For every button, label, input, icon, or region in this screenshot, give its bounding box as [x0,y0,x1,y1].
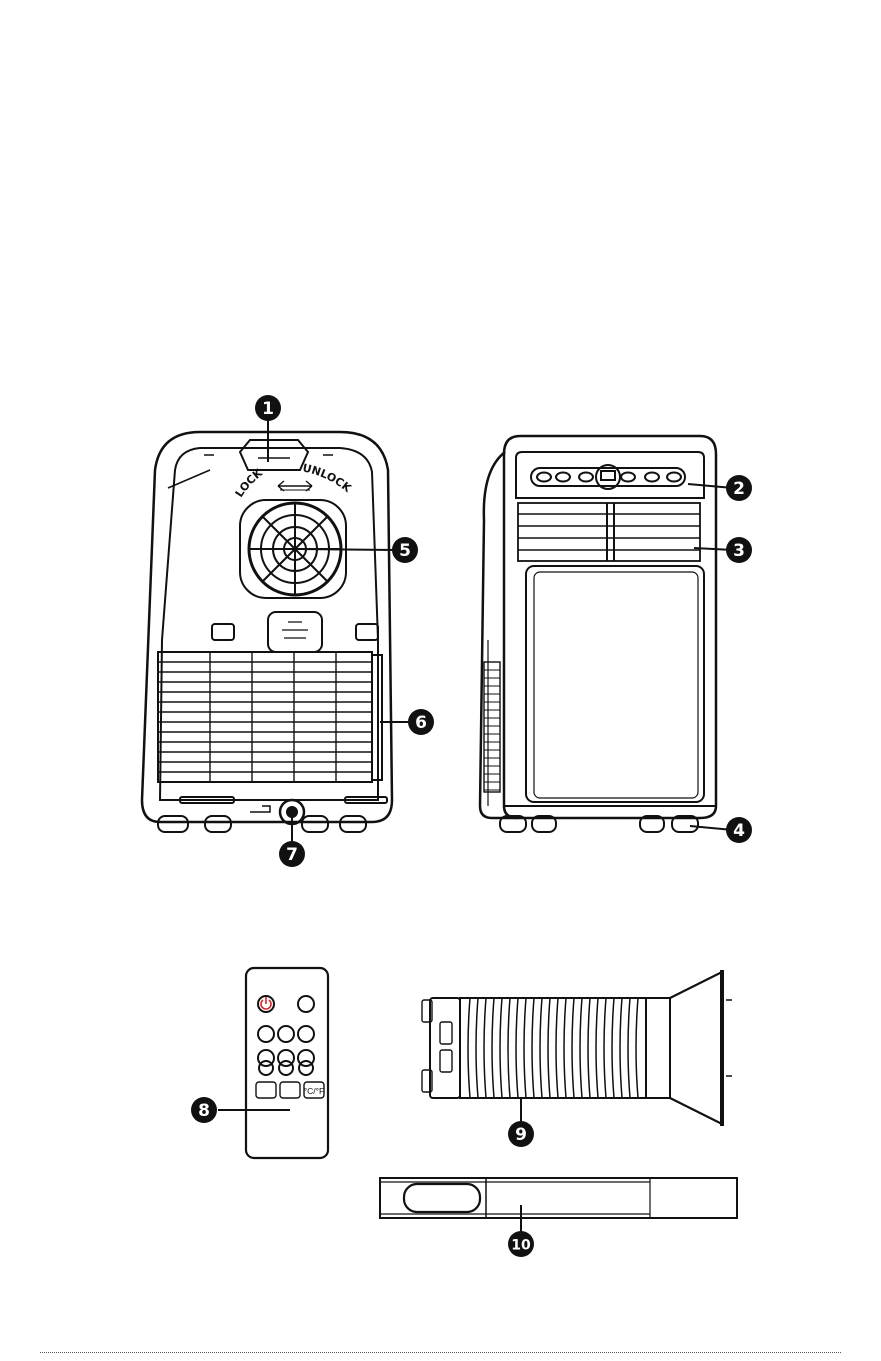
remote-button [258,1026,274,1042]
hose-rib [636,998,638,1098]
hose-rib [484,998,486,1098]
panel-button [621,473,635,482]
hose-rib [540,998,542,1098]
window-slider-kit [380,1178,737,1218]
callout-7: 7 [279,841,305,867]
lock-unlock-arrow [278,481,312,491]
hose-rib [524,998,526,1098]
hose-rib [508,998,510,1098]
hose-rib [516,998,518,1098]
callout-3: 3 [726,537,752,563]
hose-rib [468,998,470,1098]
hose-rib [500,998,502,1098]
hose-rib [628,998,630,1098]
callout-10: 10 [508,1231,534,1257]
callout-8-label: 8 [198,1101,210,1121]
remote-button [278,1026,294,1042]
hose-rib [612,998,614,1098]
hose-rib [604,998,606,1098]
hose-rib [620,998,622,1098]
hose-rib [580,998,582,1098]
panel-button [645,473,659,482]
callout-4: 4 [726,817,752,843]
callout-9: 9 [508,1121,534,1147]
remote-button [298,996,314,1012]
remote-button-small [299,1061,313,1075]
hose-rib [476,998,478,1098]
callout-3-label: 3 [733,541,745,561]
remote-cf-label: °C/°F [304,1086,325,1096]
callout-4-label: 4 [733,821,745,841]
page-bottom-rule [40,1352,841,1353]
callout-1-label: 1 [262,399,274,419]
callout-5-label: 5 [399,541,411,561]
power-icon [261,997,271,1009]
front-view-unit [480,436,716,832]
panel-button [556,473,570,482]
hose-rib [588,998,590,1098]
hose-rib [492,998,494,1098]
panel-button [537,473,551,482]
lock-label: LOCK [233,466,266,500]
callout-8: 8 [191,1097,217,1123]
hose-rib [532,998,534,1098]
exhaust-hose [422,970,732,1126]
callout-2: 2 [726,475,752,501]
hose-rib [564,998,566,1098]
callout-5: 5 [392,537,418,563]
hose-rib [572,998,574,1098]
remote-button [298,1026,314,1042]
hose-rib [596,998,598,1098]
panel-button [667,473,681,482]
callout-6: 6 [408,709,434,735]
callout-1: 1 [255,395,281,421]
callout-7-label: 7 [286,845,298,865]
callout-10-label: 10 [511,1238,531,1254]
remote-button-small [259,1061,273,1075]
hose-rib [556,998,558,1098]
callout-2-label: 2 [733,479,745,499]
back-view-unit [142,432,392,832]
remote-control [246,968,328,1158]
hose-rib [548,998,550,1098]
panel-button [579,473,593,482]
callout-6-label: 6 [415,713,427,733]
panel-display [601,471,615,480]
callout-9-label: 9 [515,1125,527,1145]
remote-button-small [279,1061,293,1075]
